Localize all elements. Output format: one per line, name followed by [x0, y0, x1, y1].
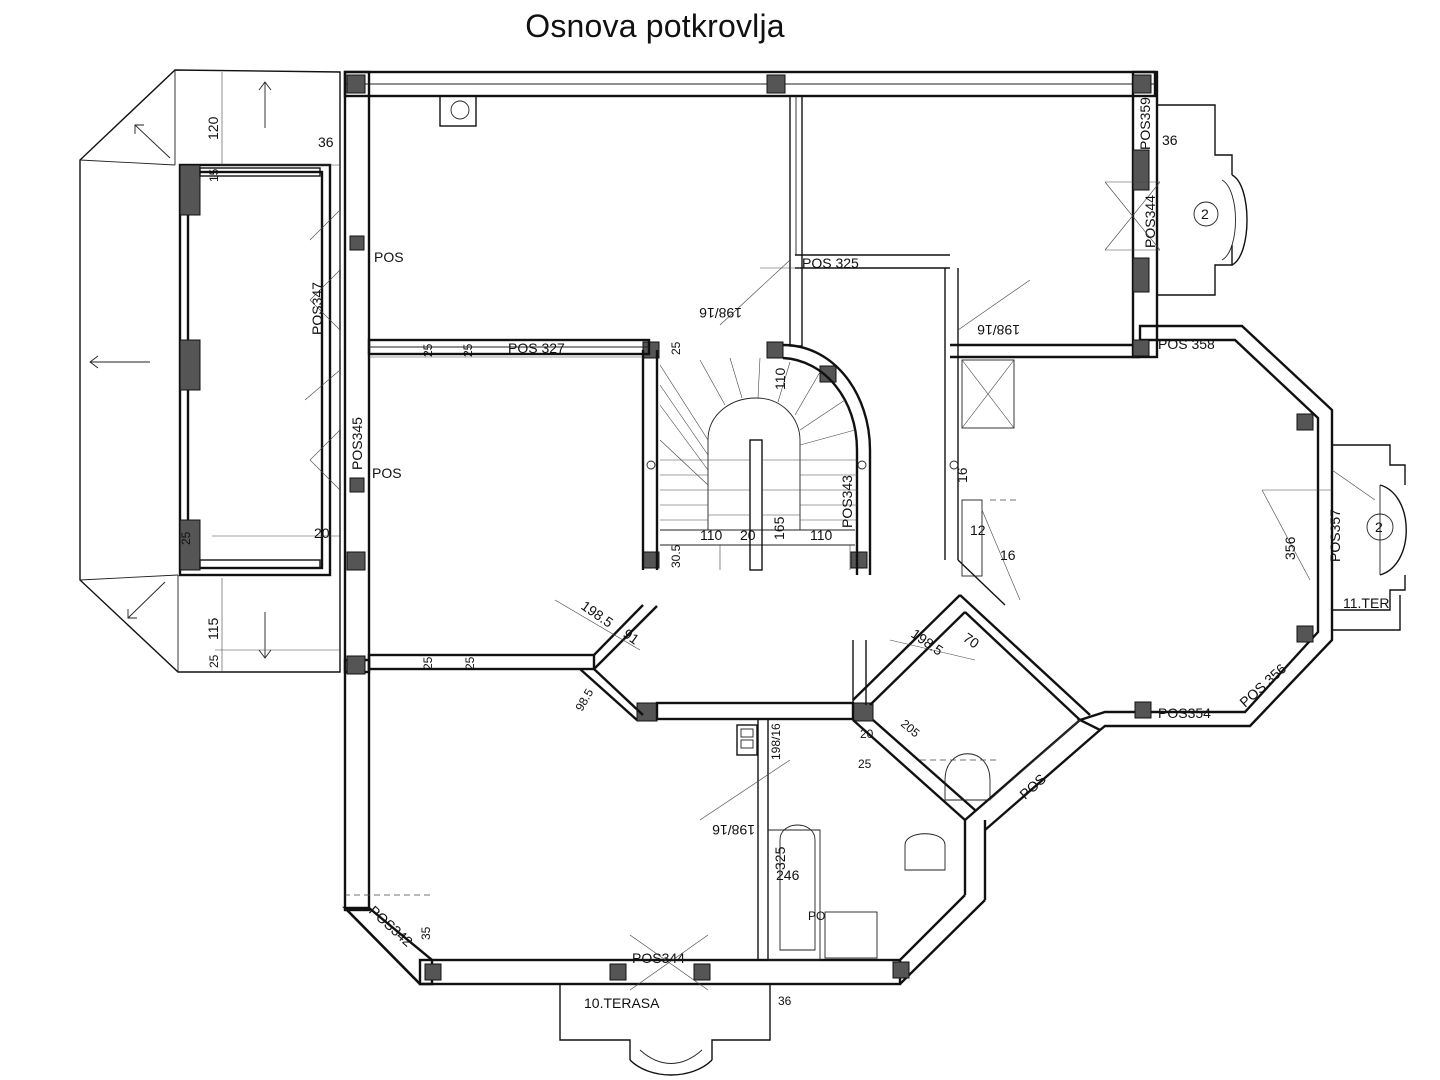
dim-198-5-b: 198.5 — [908, 625, 946, 658]
structural-columns — [346, 74, 1314, 981]
right-top-balcony: 2 POS359 POS344 36 — [1104, 97, 1248, 296]
dim-325: 325 — [772, 846, 788, 870]
label-pos356: POS 356 — [1236, 660, 1289, 710]
dim-25-d: 25 — [463, 656, 477, 670]
label-circle-2-right: 2 — [1375, 519, 1383, 535]
dim-25-leftbot: 25 — [207, 654, 221, 668]
dim-198-16-b: 198/16 — [977, 322, 1020, 338]
dim-198-16-c: 198/16 — [712, 822, 755, 838]
dim-20-stair: 20 — [740, 527, 756, 543]
dim-30-5: 30.5 — [669, 544, 683, 568]
dim-12: 12 — [970, 522, 986, 538]
label-pos342: POS342 — [366, 902, 416, 949]
label-pos347: POS347 — [309, 282, 325, 335]
dim-110-stair-right: 110 — [810, 527, 833, 543]
dim-98-5: 98.5 — [572, 686, 596, 714]
dim-20-left: 20 — [314, 525, 330, 541]
dim-198-16-a: 198/16 — [699, 305, 742, 321]
label-po: PO — [808, 909, 825, 923]
label-11-ter: 11.TER — [1343, 595, 1389, 611]
label-pos325: POS 325 — [802, 255, 859, 271]
label-pos359: POS359 — [1137, 97, 1153, 150]
dim-198-16-d: 198/16 — [769, 723, 783, 760]
staircase — [646, 357, 959, 571]
dim-25-bath: 25 — [858, 757, 872, 771]
dim-115: 115 — [205, 617, 221, 640]
dim-25-e: 25 — [669, 341, 683, 355]
dim-110-stair-left: 110 — [700, 527, 723, 543]
dim-91: 91 — [620, 625, 642, 647]
label-pos358: POS 358 — [1158, 336, 1215, 352]
dim-36-right: 36 — [1162, 132, 1178, 148]
dim-70: 70 — [960, 629, 982, 651]
right-mid-balcony: 2 11.TER POS357 356 — [1261, 444, 1407, 631]
dim-205: 205 — [898, 717, 923, 741]
plan-title: Osnova potkrovlja — [525, 8, 785, 44]
dim-110-stair-top: 110 — [772, 367, 788, 390]
dim-25-b: 25 — [461, 343, 475, 357]
dim-35: 35 — [419, 926, 433, 940]
label-circle-2-top: 2 — [1201, 206, 1209, 222]
label-pos344-bottom: POS344 — [632, 950, 685, 966]
dim-36-left: 36 — [318, 134, 334, 150]
dim-246: 246 — [776, 867, 800, 883]
label-pos357: POS357 — [1327, 509, 1343, 562]
dim-198-5-a: 198.5 — [578, 597, 616, 630]
fixtures — [345, 95, 1021, 961]
dim-120: 120 — [205, 116, 221, 140]
dim-356: 356 — [1282, 536, 1298, 560]
label-pos-a: POS — [374, 249, 404, 265]
bottom-terrace: 10.TERASA 36 POS344 — [559, 934, 792, 1076]
dim-16-b: 16 — [954, 467, 970, 483]
label-pos354: POS354 — [1158, 705, 1211, 721]
dim-20-bath: 20 — [860, 727, 874, 741]
dim-25-c: 25 — [421, 656, 435, 670]
dim-36-bottom: 36 — [778, 994, 792, 1008]
dim-25-a: 25 — [421, 343, 435, 357]
label-pos345: POS345 — [349, 417, 365, 470]
dim-16: 16 — [1000, 547, 1016, 563]
dim-25-leftin: 25 — [179, 531, 193, 545]
label-10-terasa: 10.TERASA — [584, 995, 660, 1011]
label-pos343: POS343 — [839, 475, 855, 528]
left-balcony: 120 36 20 115 25 15 25 POS347 POS345 POS… — [79, 69, 404, 673]
dim-15-lefttop: 15 — [207, 168, 221, 182]
label-pos344-right: POS344 — [1142, 195, 1158, 248]
dim-165-stair: 165 — [771, 516, 787, 540]
label-pos-b: POS — [372, 465, 402, 481]
label-pos327: POS 327 — [508, 340, 565, 356]
